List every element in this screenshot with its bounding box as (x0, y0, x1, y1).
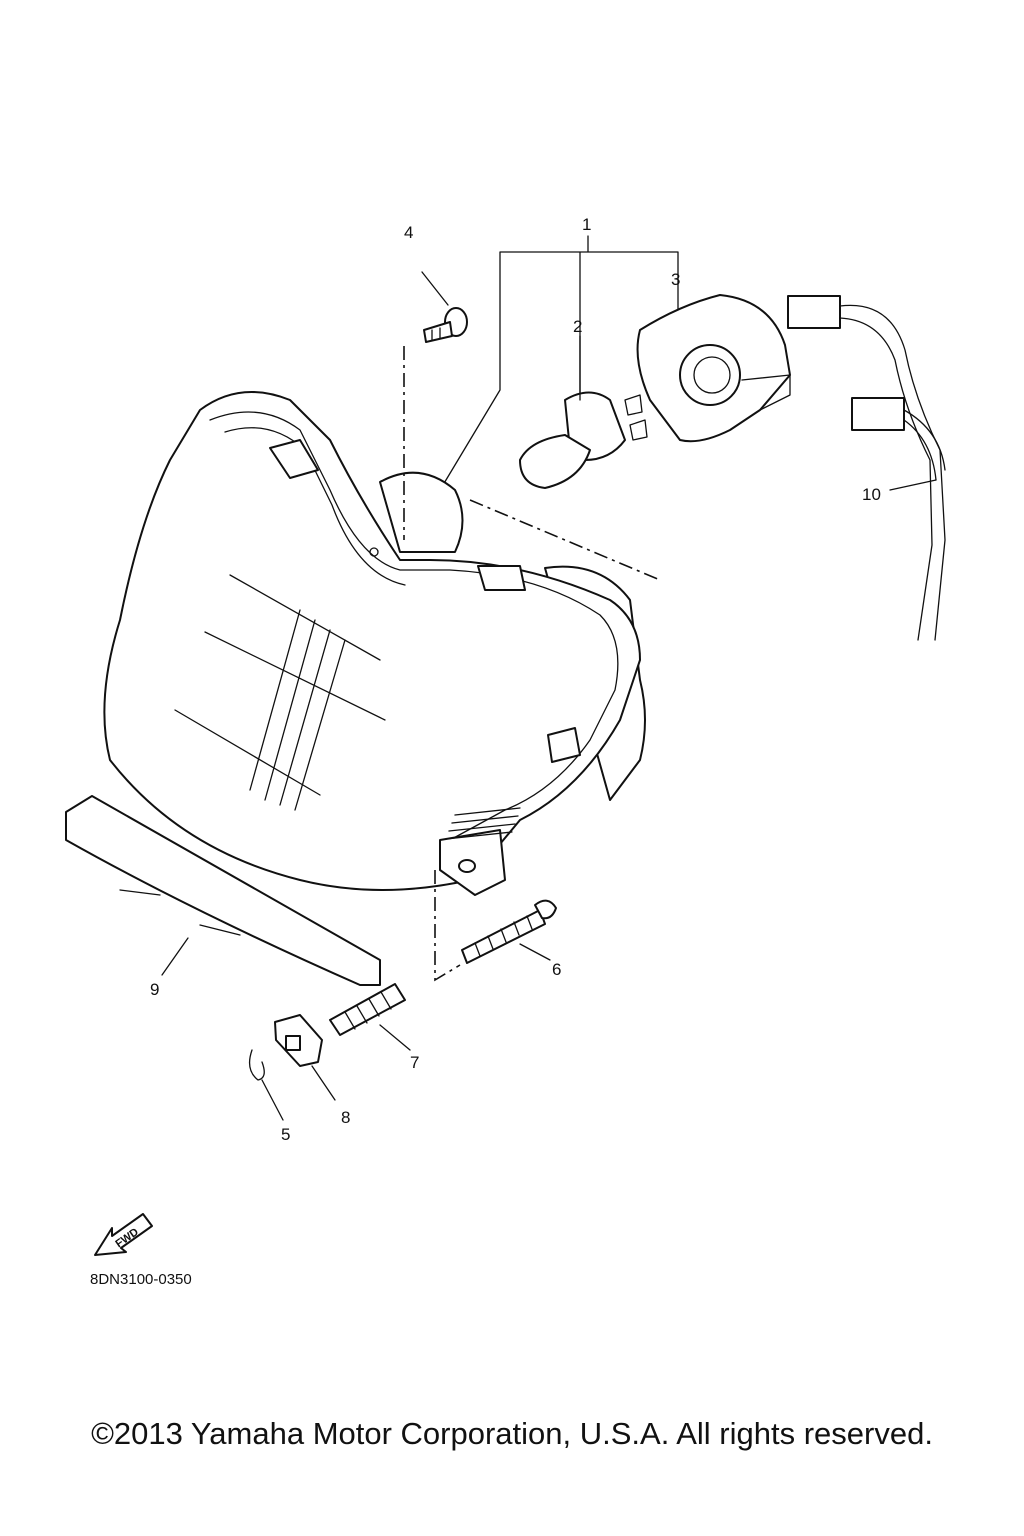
copyright-notice: ©2013 Yamaha Motor Corporation, U.S.A. A… (91, 1416, 933, 1451)
callout-10: 10 (862, 485, 881, 504)
part-9-panel (65, 795, 381, 986)
part-3-cover (636, 294, 791, 443)
callout-7: 7 (410, 1053, 419, 1072)
part-8-nut (274, 1014, 323, 1067)
part-10-wire-harness (787, 295, 946, 641)
callout-bracket-1 (439, 235, 679, 491)
leader-lines (161, 271, 937, 1121)
assembly-lines (403, 346, 661, 982)
callout-2: 2 (573, 317, 582, 336)
callout-6: 6 (552, 960, 561, 979)
part-7-spring (329, 983, 406, 1036)
callout-5: 5 (281, 1125, 290, 1144)
callout-4: 4 (404, 223, 413, 242)
part-6-bolt (461, 899, 557, 964)
fwd-arrow-icon: FWD (94, 1213, 153, 1256)
callout-1: 1 (582, 215, 591, 234)
callout-3: 3 (671, 270, 680, 289)
part-5-clip (248, 1049, 265, 1081)
headlight-assembly (103, 391, 646, 896)
callout-9: 9 (150, 980, 159, 999)
drawing-id: 8DN3100-0350 (90, 1271, 192, 1288)
part-2-bulb (519, 391, 648, 489)
part-4-rivet (423, 307, 468, 343)
callout-8: 8 (341, 1108, 350, 1127)
